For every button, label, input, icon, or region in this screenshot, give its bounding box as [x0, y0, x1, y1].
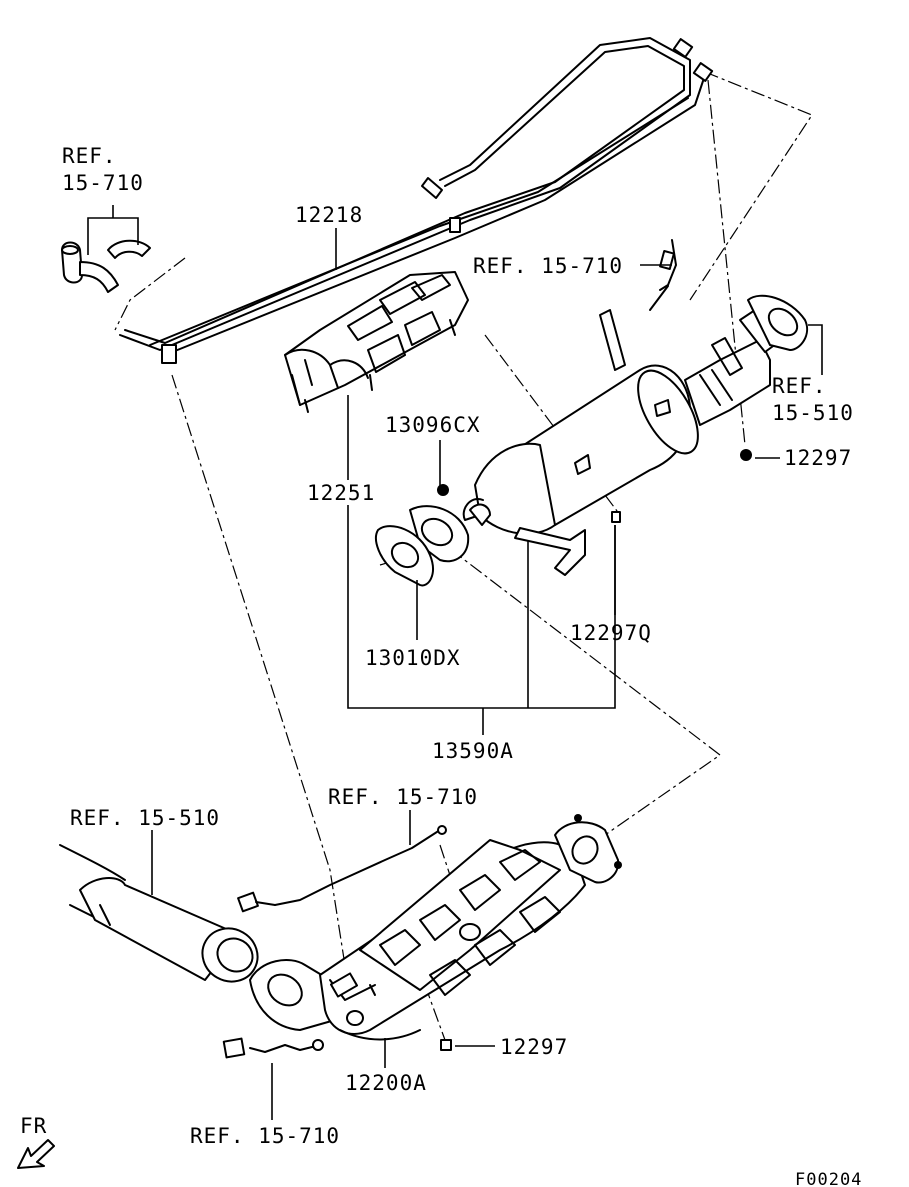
- front-direction-indicator: FR: [17, 1114, 55, 1169]
- label-ref-15-510-right-line1: REF.: [772, 374, 827, 398]
- sensor-wire-upper: [237, 825, 447, 913]
- gasket-13010dx: [375, 525, 434, 587]
- label-12200a: 12200A: [345, 1071, 427, 1095]
- figure-code: F00204: [795, 1170, 862, 1187]
- dpf-assembly-13590a: [409, 239, 809, 576]
- label-ref-15-710-bottom: REF. 15-710: [190, 1124, 340, 1148]
- label-ref-15-510-left: REF. 15-510: [70, 806, 220, 830]
- label-fr: FR: [20, 1114, 47, 1138]
- nut-12297-top-icon: [740, 449, 752, 461]
- label-13590a: 13590A: [432, 739, 514, 763]
- label-ref-15-710-mid: REF. 15-710: [473, 254, 623, 278]
- front-arrow-icon: [17, 1139, 55, 1169]
- front-pipe-left: [59, 844, 259, 983]
- hose-pieces-top-left: [61, 239, 151, 293]
- label-12251: 12251: [307, 481, 375, 505]
- label-12218: 12218: [295, 203, 363, 227]
- differential-pressure-tube-12218: [119, 37, 714, 364]
- label-ref-15-710-lower: REF. 15-710: [328, 785, 478, 809]
- label-12297q: 12297Q: [570, 621, 652, 645]
- label-12297-right: 12297: [784, 446, 852, 470]
- leader-lines: [151, 228, 823, 1120]
- heat-shield-12251: [284, 271, 469, 413]
- label-ref-15-710-top-left-line1: REF.: [62, 144, 117, 168]
- label-13010dx: 13010DX: [365, 646, 461, 670]
- label-ref-15-510-right-line2: 15-510: [772, 401, 854, 425]
- label-13096cx: 13096CX: [385, 413, 481, 437]
- sensor-wire-lower: [222, 1037, 324, 1059]
- catalytic-converter-12200a: [249, 814, 622, 1051]
- label-12297-lower: 12297: [500, 1035, 568, 1059]
- label-ref-15-710-top-left-line2: 15-710: [62, 171, 144, 195]
